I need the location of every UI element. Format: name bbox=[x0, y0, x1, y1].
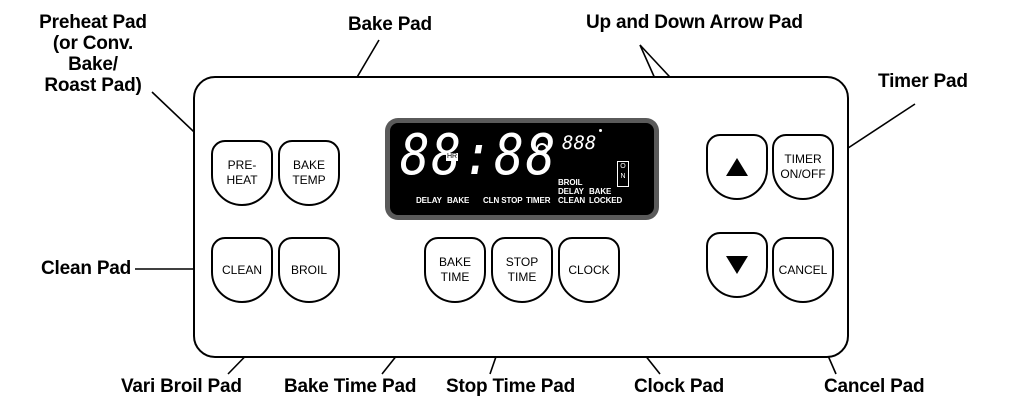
time-digits: 88:88 bbox=[400, 123, 558, 188]
down-arrow-icon bbox=[726, 256, 748, 274]
bake-temp-pad[interactable]: BAKE TEMP bbox=[278, 140, 340, 206]
cln-stop-indicator: CLN STOP bbox=[483, 196, 523, 205]
broil-pad-label: BROIL bbox=[290, 262, 327, 277]
clean-pad[interactable]: CLEAN bbox=[211, 237, 273, 303]
clock-pad-label: CLOCK bbox=[568, 262, 610, 277]
preheat-pad[interactable]: PRE- HEAT bbox=[211, 140, 273, 206]
up-arrow-pad[interactable] bbox=[706, 134, 768, 200]
cancel-pad-label: CANCEL bbox=[778, 262, 828, 277]
delay-indicator: DELAY bbox=[416, 196, 442, 205]
bake-temp-pad-label-1: BAKE bbox=[292, 158, 325, 172]
bake-locked-indicator: BAKE LOCKED bbox=[589, 187, 622, 205]
timer-callout: Timer Pad bbox=[878, 71, 968, 92]
bake-indicator: BAKE bbox=[447, 196, 470, 205]
clock-callout: Clock Pad bbox=[634, 376, 725, 397]
stop-time-pad[interactable]: STOP TIME bbox=[491, 237, 553, 303]
degree-dot-icon bbox=[599, 129, 602, 132]
timer-indicator: TIMER bbox=[526, 196, 551, 205]
preheat-callout: Preheat Pad (or Conv. Bake/ Roast Pad) bbox=[28, 12, 158, 96]
timer-pad-label-2: ON/OFF bbox=[780, 167, 826, 181]
preheat-callout-line-2: (or Conv. Bake/ bbox=[52, 33, 134, 75]
delay-2-indicator: DELAY bbox=[558, 187, 584, 196]
control-panel bbox=[193, 76, 849, 358]
varibroil-callout: Vari Broil Pad bbox=[121, 376, 242, 397]
led-display: 88:88 HR 888 O N DELAY BAKE CLN STOP TIM… bbox=[390, 123, 654, 215]
baketime-callout: Bake Time Pad bbox=[284, 376, 417, 397]
preheat-callout-line-3: Roast Pad) bbox=[44, 75, 142, 96]
clean-callout: Clean Pad bbox=[41, 258, 132, 279]
locked-indicator: LOCKED bbox=[589, 196, 623, 205]
bake-time-pad[interactable]: BAKE TIME bbox=[424, 237, 486, 303]
preheat-callout-line-1: Preheat Pad bbox=[39, 12, 147, 33]
stoptime-callout: Stop Time Pad bbox=[446, 376, 576, 397]
timer-pad-label-1: TIMER bbox=[784, 152, 822, 166]
clean-indicator: CLEAN bbox=[558, 196, 586, 205]
preheat-pad-label-2: HEAT bbox=[226, 173, 258, 187]
broil-delay-clean-indicator: BROIL DELAY CLEAN bbox=[558, 178, 585, 205]
bake-time-pad-label-1: BAKE bbox=[438, 255, 471, 269]
on-indicator-n: N bbox=[620, 173, 626, 180]
stop-time-pad-label-1: STOP bbox=[505, 255, 539, 269]
bake-callout: Bake Pad bbox=[348, 14, 432, 35]
cancel-callout: Cancel Pad bbox=[824, 376, 925, 397]
bake-2-indicator: BAKE bbox=[589, 187, 612, 196]
bake-time-pad-label-2: TIME bbox=[440, 270, 470, 284]
clean-pad-label: CLEAN bbox=[221, 262, 262, 277]
preheat-pad-label-1: PRE- bbox=[227, 158, 257, 172]
ring-indicator-icon bbox=[536, 143, 548, 155]
hr-indicator: HR bbox=[446, 153, 459, 161]
broil-indicator: BROIL bbox=[558, 178, 583, 187]
stop-time-pad-label-2: TIME bbox=[507, 270, 537, 284]
timer-leader bbox=[841, 103, 916, 153]
up-arrow-icon bbox=[726, 158, 748, 176]
on-indicator-o: O bbox=[620, 163, 626, 170]
cancel-pad[interactable]: CANCEL bbox=[772, 237, 834, 303]
temperature-digits: 888 bbox=[562, 132, 597, 154]
bake-temp-pad-label-2: TEMP bbox=[292, 173, 326, 187]
on-indicator: O N bbox=[617, 161, 629, 187]
clock-pad[interactable]: CLOCK bbox=[558, 237, 620, 303]
updown-callout: Up and Down Arrow Pad bbox=[586, 12, 803, 33]
timer-on-off-pad[interactable]: TIMER ON/OFF bbox=[772, 134, 834, 200]
broil-pad[interactable]: BROIL bbox=[278, 237, 340, 303]
down-arrow-pad[interactable] bbox=[706, 232, 768, 298]
